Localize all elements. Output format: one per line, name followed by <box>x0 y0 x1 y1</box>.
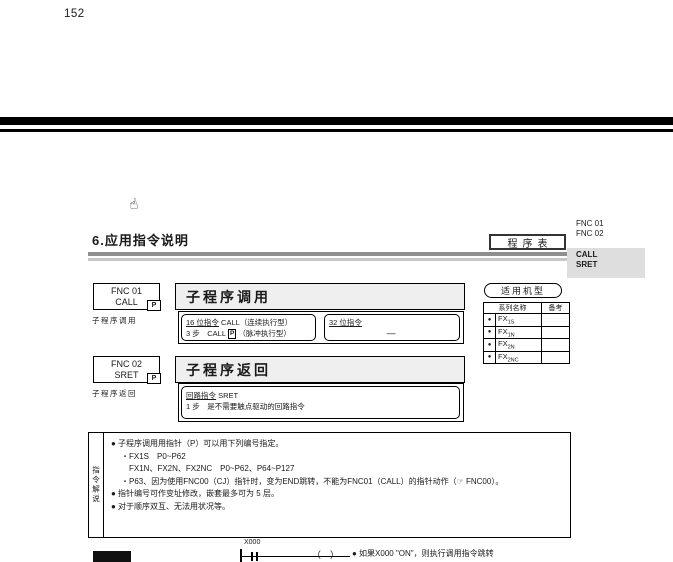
call-title-box: 子程序调用 <box>175 283 465 310</box>
notes-box: 指令解说 ● 子程序调用用指针（P）可以用下列编号指定。 ・FX1S P0~P6… <box>88 432 571 538</box>
note-item: ● 指针编号可作变址修改，嵌套最多可为 5 层。 <box>111 489 279 498</box>
call-spec-32bit-value: — <box>386 328 398 338</box>
sret-title-box: 子程序返回 <box>175 356 465 383</box>
call-spec-pulse-text: （脉冲执行型） <box>238 329 291 338</box>
hand-icon: ☝ <box>127 195 140 214</box>
margin-gray-strip <box>567 248 645 278</box>
models-table: 系列名称 备考 ● FX1S ● FX1N ● FX2N ● FX2NC <box>483 302 570 364</box>
model-note-cell <box>541 313 570 327</box>
sret-spec-box: 回路指令 SRET 1 步 是不需要触点驱动的回路指令 <box>181 386 460 419</box>
model-name: FX1N <box>495 325 542 339</box>
note-item: ● 子程序调用用指针（P）可以用下列编号指定。 <box>111 439 284 448</box>
sret-spec-label: 回路指令 <box>186 391 216 400</box>
model-sub: 1S <box>507 319 515 326</box>
ladder-input-label: X000 <box>244 539 261 546</box>
pulse-p-icon: P <box>228 329 237 339</box>
call-spec-32bit-line1: 32 位指令 <box>329 317 455 328</box>
table-row: ● FX2NC <box>483 350 570 364</box>
margin-fnc-ref-1: FNC 01 <box>576 219 604 228</box>
models-col-note: 备考 <box>541 302 570 314</box>
header-rule-thick <box>0 117 673 125</box>
models-col-series: 系列名称 <box>483 302 542 314</box>
sret-spec-line2: 1 步 是不需要触点驱动的回路指令 <box>186 402 305 411</box>
model-sub: 2N <box>507 344 515 351</box>
notes-side-tab: 指令解说 <box>89 433 104 537</box>
model-support-dot: ● <box>483 325 496 339</box>
model-name: FX2NC <box>495 350 542 364</box>
table-row: ● FX1N <box>483 325 570 339</box>
margin-call-ref: CALL <box>576 250 598 259</box>
ladder-contact-bar-right <box>256 552 258 561</box>
program-table-label: 程序表 <box>489 234 566 250</box>
example-tab <box>93 551 131 562</box>
sret-spec-line1: 回路指令 SRET <box>186 390 455 401</box>
section-title: 6.应用指令说明 <box>92 233 189 248</box>
header-rule-thin <box>0 129 673 132</box>
models-header-row: 系列名称 备考 <box>483 302 570 314</box>
fnc01-number: FNC 01 <box>110 286 142 296</box>
notes-content: ● 子程序调用用指针（P）可以用下列编号指定。 ・FX1S P0~P62 FX1… <box>104 433 570 537</box>
table-row: ● FX1S <box>483 313 570 327</box>
note-item: ・FX1S P0~P62 <box>121 451 186 461</box>
model-name: FX2N <box>495 338 542 352</box>
model-note-cell <box>541 325 570 339</box>
fnc02-box: FNC 02 SRET <box>93 356 160 383</box>
ladder-contact-bar-left <box>251 552 253 561</box>
fnc02-mnemonic: SRET <box>114 370 139 380</box>
call-spec-16bit-label: 16 位指令 <box>186 318 219 327</box>
model-name: FX1S <box>495 313 542 327</box>
model-base: FX <box>498 339 508 348</box>
fnc02-pulse-mark-icon: P <box>147 373 161 384</box>
model-base: FX <box>498 314 508 323</box>
margin-sret-ref: SRET <box>576 260 598 269</box>
ladder-coil: （ ） <box>312 550 340 560</box>
call-spec-32bit: 32 位指令 — <box>324 314 460 341</box>
call-spec-16bit-line1: 16 位指令 CALL（连续执行型） <box>186 317 311 328</box>
note-item: ・P63、因为使用FNC00（CJ）指针时，变为END跳转，不能为FNC01（C… <box>121 476 504 486</box>
margin-fnc-ref-2: FNC 02 <box>576 229 604 238</box>
fnc02-caption: 子程序返回 <box>92 389 137 398</box>
models-title: 适用机型 <box>484 283 562 298</box>
sret-spec-text: SRET <box>218 391 239 400</box>
call-spec-32bit-label: 32 位指令 <box>329 318 362 327</box>
model-note-cell <box>541 338 570 352</box>
section-title-bar-light <box>88 258 572 261</box>
fnc02-number: FNC 02 <box>110 359 142 369</box>
example-note: ● 如果X000 "ON"，则执行调用指令跳转 <box>352 549 494 558</box>
note-item: FX1N、FX2N、FX2NC P0~P62、P64~P127 <box>129 464 295 473</box>
model-note-cell <box>541 350 570 364</box>
model-base: FX <box>498 326 508 336</box>
fnc01-caption: 子程序调用 <box>92 316 137 325</box>
call-spec-steps: 3 步 CALL <box>186 329 227 338</box>
note-item: ● 对于顺序双互、无法用状况等。 <box>111 501 231 511</box>
page-number: 152 <box>64 8 85 20</box>
fnc01-mnemonic: CALL <box>115 297 138 307</box>
ladder-rung-line <box>242 556 350 557</box>
model-support-dot: ● <box>483 338 496 352</box>
notes-side-label: 指令解说 <box>91 466 101 504</box>
ladder-left-rail <box>240 549 242 562</box>
model-support-dot: ● <box>483 350 496 364</box>
model-sub: 2NC <box>507 357 519 363</box>
model-sub: 1N <box>507 332 515 338</box>
call-spec-16bit-text: CALL（连续执行型） <box>221 318 293 327</box>
model-base: FX <box>498 351 508 361</box>
section-title-bar-dark <box>88 252 572 256</box>
model-support-dot: ● <box>483 313 496 327</box>
fnc01-pulse-mark-icon: P <box>147 300 161 311</box>
table-row: ● FX2N <box>483 338 570 352</box>
